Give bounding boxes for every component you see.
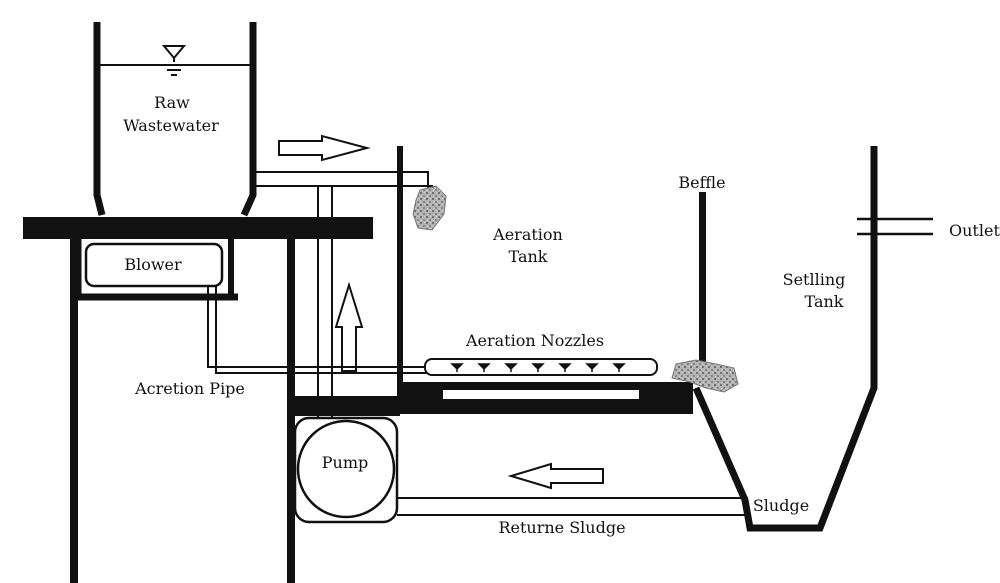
label-beffle: Beffle: [678, 173, 725, 192]
return-sludge-pipe: [397, 497, 748, 516]
label-blower: Blower: [124, 255, 182, 274]
label-acretion-pipe: Acretion Pipe: [134, 379, 245, 398]
label-aeration: Aeration: [492, 225, 563, 244]
nozzle-icon: [450, 363, 464, 372]
label-settling: Setlling: [783, 270, 846, 289]
flow-arrow-right: [278, 134, 371, 162]
nozzle-icon: [612, 363, 626, 372]
blower-housing: [74, 239, 238, 301]
label-outlet: Outlet: [949, 221, 1000, 240]
nozzle-icon: [531, 363, 545, 372]
nozzle-icon: [585, 363, 599, 372]
label-returne-sludge: Returne Sludge: [498, 518, 625, 537]
aeration-tank: [290, 146, 693, 416]
support-columns: [70, 239, 295, 583]
flow-arrow-left: [507, 462, 604, 490]
label-raw: Raw: [154, 93, 190, 112]
sludge-deposit-baffle: [671, 359, 739, 393]
settling-tank: [692, 146, 878, 532]
nozzle-icon: [504, 363, 518, 372]
baffle: [699, 192, 706, 368]
label-settling-tank: Tank: [805, 292, 844, 311]
label-aeration-tank: Tank: [509, 247, 548, 266]
outlet-pipe: [857, 217, 933, 236]
platform-slab: [23, 217, 373, 239]
label-pump: Pump: [322, 453, 368, 472]
water-level-icon: [161, 45, 187, 76]
nozzle-icon: [477, 363, 491, 372]
blower-box: [84, 242, 224, 288]
nozzle-icon: [558, 363, 572, 372]
label-sludge: Sludge: [753, 496, 809, 515]
flow-arrow-up: [334, 281, 364, 372]
pump: [293, 416, 399, 524]
acretion-pipe: [207, 286, 428, 374]
sludge-deposit-inlet: [412, 185, 447, 231]
label-aeration-nozzles: Aeration Nozzles: [465, 331, 604, 350]
aeration-nozzles: [450, 363, 626, 372]
label-wastewater: Wastewater: [123, 116, 219, 135]
